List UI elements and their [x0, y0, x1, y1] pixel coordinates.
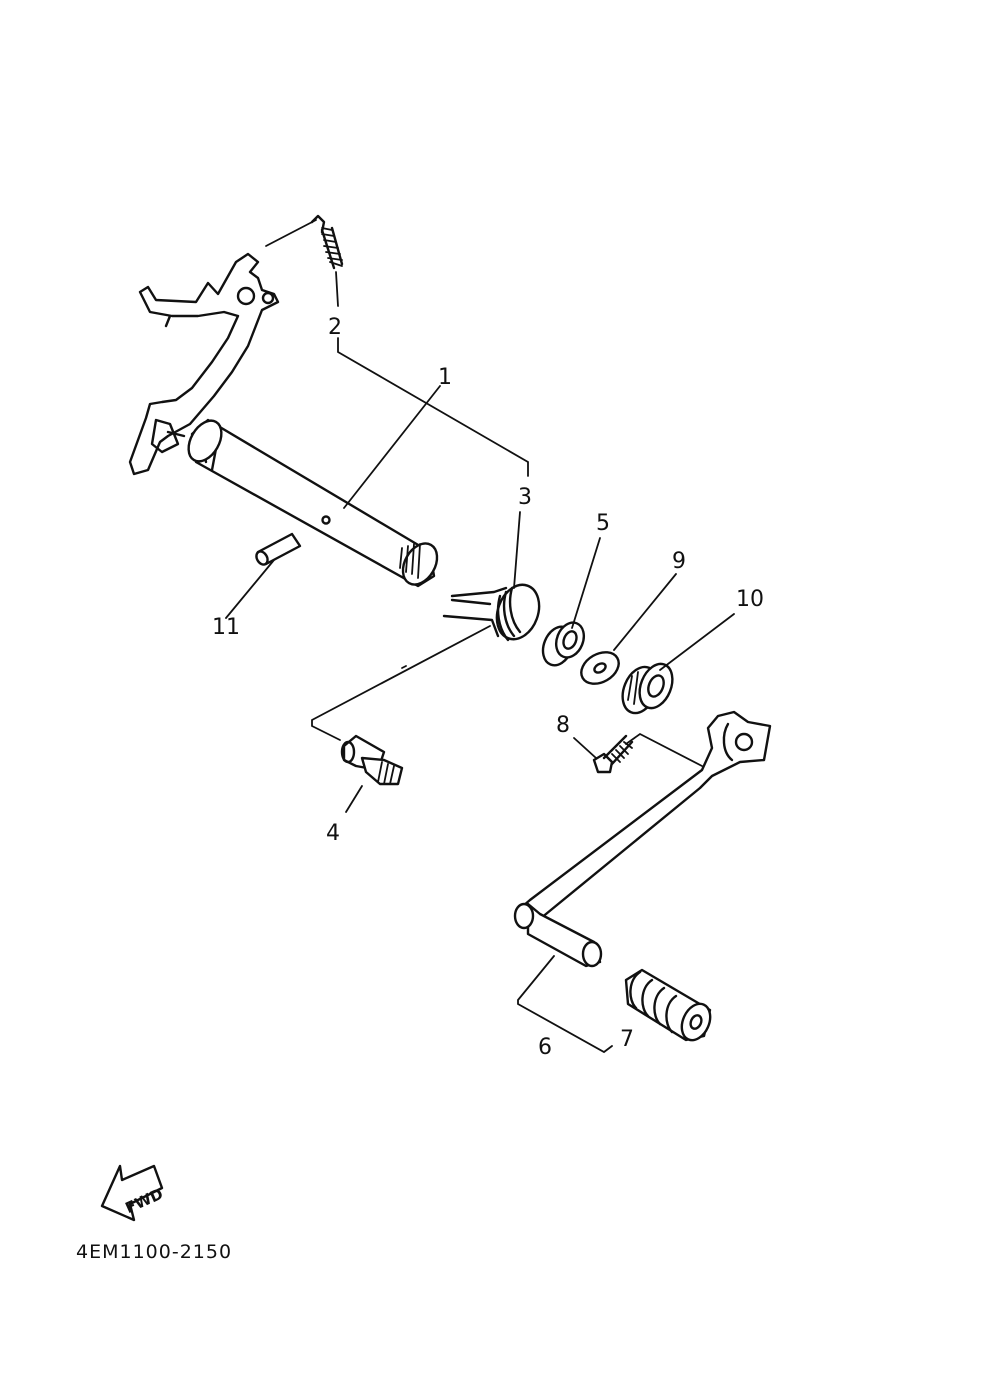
stud-bolt	[340, 734, 404, 786]
label-2: 2	[328, 315, 342, 340]
shift-pedal	[513, 710, 772, 968]
label-1: 1	[438, 365, 452, 390]
leader-lines	[225, 219, 735, 1054]
diagram-code: 4EM1100-2150	[76, 1241, 232, 1263]
lever-bolt	[592, 734, 634, 774]
label-10: 10	[736, 587, 764, 612]
collar	[541, 621, 586, 667]
fwd-arrow-icon: FWD	[100, 1164, 166, 1222]
label-6: 6	[538, 1035, 552, 1060]
torsion-spring	[442, 583, 541, 642]
pedal-rubber	[624, 968, 712, 1042]
oil-seal	[621, 662, 674, 715]
label-4: 4	[326, 821, 340, 846]
label-3: 3	[518, 485, 532, 510]
label-11: 11	[212, 615, 240, 640]
label-7: 7	[620, 1027, 634, 1052]
return-spring	[310, 214, 344, 270]
label-5: 5	[596, 511, 610, 536]
dowel-pin	[255, 532, 302, 566]
washer	[580, 651, 620, 685]
shift-shaft-assembly	[128, 252, 439, 588]
label-9: 9	[672, 549, 686, 574]
label-8: 8	[556, 713, 570, 738]
